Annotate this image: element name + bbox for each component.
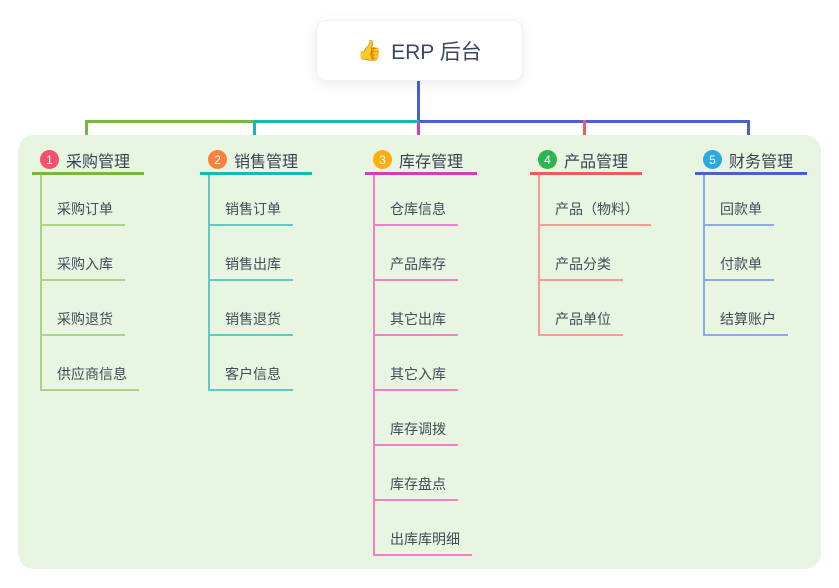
branch-3-title: 库存管理 — [399, 153, 464, 171]
node-item[interactable]: 采购退货 — [42, 281, 125, 336]
branch-1-title: 采购管理 — [66, 153, 131, 171]
node-item[interactable]: 供应商信息 — [42, 336, 139, 391]
branch-5-title: 财务管理 — [729, 153, 794, 171]
branch-2-label[interactable]: 2 销售管理 — [200, 147, 312, 175]
branch-2-children: 销售订单销售出库销售退货客户信息 — [208, 175, 293, 391]
node-item[interactable]: 产品分类 — [540, 226, 623, 281]
branches-panel — [18, 135, 821, 569]
node-item[interactable]: 付款单 — [705, 226, 774, 281]
node-item[interactable]: 结算账户 — [705, 281, 788, 336]
branch-4-number-badge: 4 — [538, 150, 557, 169]
branch-5: 5 财务管理回款单付款单结算账户 — [695, 147, 807, 336]
branch-2-title: 销售管理 — [234, 153, 299, 171]
connector-root-drop — [417, 81, 420, 122]
branch-1-number-badge: 1 — [40, 150, 59, 169]
node-item[interactable]: 客户信息 — [210, 336, 293, 391]
node-item[interactable]: 采购入库 — [42, 226, 125, 281]
branch-5-number-badge: 5 — [703, 150, 722, 169]
branch-3: 3 库存管理仓库信息产品库存其它出库其它入库库存调拨库存盘点出库库明细 — [365, 147, 477, 556]
branch-4-title: 产品管理 — [564, 153, 629, 171]
node-item[interactable]: 库存盘点 — [375, 446, 458, 501]
branch-3-number-badge: 3 — [373, 150, 392, 169]
node-item[interactable]: 产品（物料） — [540, 175, 651, 226]
branch-4: 4 产品管理产品（物料）产品分类产品单位 — [530, 147, 651, 336]
branch-4-label[interactable]: 4 产品管理 — [530, 147, 642, 175]
branch-2: 2 销售管理销售订单销售出库销售退货客户信息 — [200, 147, 312, 391]
node-item[interactable]: 仓库信息 — [375, 175, 458, 226]
node-item[interactable]: 销售订单 — [210, 175, 293, 226]
branch-1-label[interactable]: 1 采购管理 — [32, 147, 144, 175]
node-item[interactable]: 销售出库 — [210, 226, 293, 281]
node-item[interactable]: 其它出库 — [375, 281, 458, 336]
branch-1-children: 采购订单采购入库采购退货供应商信息 — [40, 175, 139, 391]
node-item[interactable]: 采购订单 — [42, 175, 125, 226]
thumbs-up-icon: 👍 — [357, 40, 383, 62]
node-item[interactable]: 产品单位 — [540, 281, 623, 336]
branch-5-label[interactable]: 5 财务管理 — [695, 147, 807, 175]
node-item[interactable]: 销售退货 — [210, 281, 293, 336]
root-node-erp[interactable]: 👍 ERP 后台 — [316, 20, 523, 81]
node-item[interactable]: 出库库明细 — [375, 501, 472, 556]
branch-3-label[interactable]: 3 库存管理 — [365, 147, 477, 175]
node-item[interactable]: 产品库存 — [375, 226, 458, 281]
connector-bus-left — [85, 120, 255, 123]
branch-3-children: 仓库信息产品库存其它出库其它入库库存调拨库存盘点出库库明细 — [373, 175, 472, 556]
branch-5-children: 回款单付款单结算账户 — [703, 175, 788, 336]
node-item[interactable]: 库存调拨 — [375, 391, 458, 446]
node-item[interactable]: 其它入库 — [375, 336, 458, 391]
branch-1: 1 采购管理采购订单采购入库采购退货供应商信息 — [32, 147, 144, 391]
root-title: ERP 后台 — [391, 40, 482, 64]
branch-2-number-badge: 2 — [208, 150, 227, 169]
connector-bus-midleft — [253, 120, 419, 123]
branch-4-children: 产品（物料）产品分类产品单位 — [538, 175, 651, 336]
node-item[interactable]: 回款单 — [705, 175, 774, 226]
